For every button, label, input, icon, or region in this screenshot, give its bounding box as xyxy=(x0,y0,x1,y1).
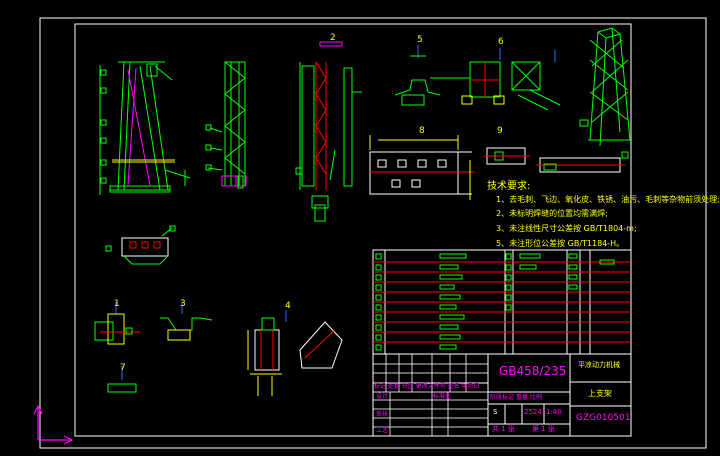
isometric-tower-view xyxy=(579,27,632,147)
section-view-7 xyxy=(107,366,137,393)
inner-border xyxy=(74,23,632,437)
label-standardization: 标准化 xyxy=(433,393,452,400)
sheet-number: 第 1 张 xyxy=(532,425,555,433)
tech-notes-heading: 技术要求: xyxy=(487,181,531,192)
section-label-3: 3 xyxy=(180,299,186,309)
label-review: 审核 xyxy=(376,411,389,418)
weight-value: 2524 xyxy=(524,408,542,416)
section-label-6: 6 xyxy=(498,37,504,47)
label-process: 工艺 xyxy=(376,427,389,434)
tech-note-3: 3、未注线性尺寸公差按 GB/T1804-m; xyxy=(496,224,637,233)
stage-labels: 阶段标记 重量 比例 xyxy=(490,394,542,401)
section-label-2: 2 xyxy=(330,33,336,43)
revision-header: 标记 处数 分区 更改文件号 签名 年月日 xyxy=(374,383,480,390)
plate-view-8 xyxy=(369,135,475,200)
outer-border xyxy=(39,17,707,449)
section-view-3 xyxy=(160,302,213,341)
tech-note-2: 2、未标明焊缝的位置均需满焊; xyxy=(496,209,608,218)
section-view-2 xyxy=(295,41,362,222)
tech-note-1: 1、去毛刺、飞边、氧化皮、铁锈、油污、毛刺等杂物前须处理; xyxy=(496,195,720,204)
ucs-icon xyxy=(33,404,74,445)
section-label-9: 9 xyxy=(497,126,503,136)
section-label-1: 1 xyxy=(114,299,120,309)
part-name: 上支架 xyxy=(588,389,612,398)
sheet-total: 共 1 张 xyxy=(492,425,515,433)
material-standard: GB458/235 xyxy=(499,364,567,378)
section-label-7: 7 xyxy=(120,363,126,373)
tech-note-5: 5、未注形位公差按 GB/T1184-H。 xyxy=(496,239,625,248)
label-design: 设计 xyxy=(376,393,389,400)
section-label-5: 5 xyxy=(417,35,423,45)
section-view-6 xyxy=(430,48,561,111)
drawing-code: GZG010501 xyxy=(576,413,631,423)
scale-value: 1:40 xyxy=(546,408,562,416)
section-label-8: 8 xyxy=(419,126,425,136)
main-view-tower xyxy=(99,61,191,195)
section-label-4: 4 xyxy=(285,301,291,311)
stage-mark: S xyxy=(493,408,498,416)
parts-list-table xyxy=(372,249,632,355)
side-view-column xyxy=(205,61,247,189)
section-view-5 xyxy=(394,45,441,106)
detail-view-9 xyxy=(484,147,629,173)
title-block-frame xyxy=(372,353,632,437)
section-view-detail xyxy=(105,225,176,265)
company-name: 平凉动力机械 xyxy=(578,361,620,369)
section-view-1 xyxy=(94,302,140,345)
section-view-4 xyxy=(247,310,343,396)
